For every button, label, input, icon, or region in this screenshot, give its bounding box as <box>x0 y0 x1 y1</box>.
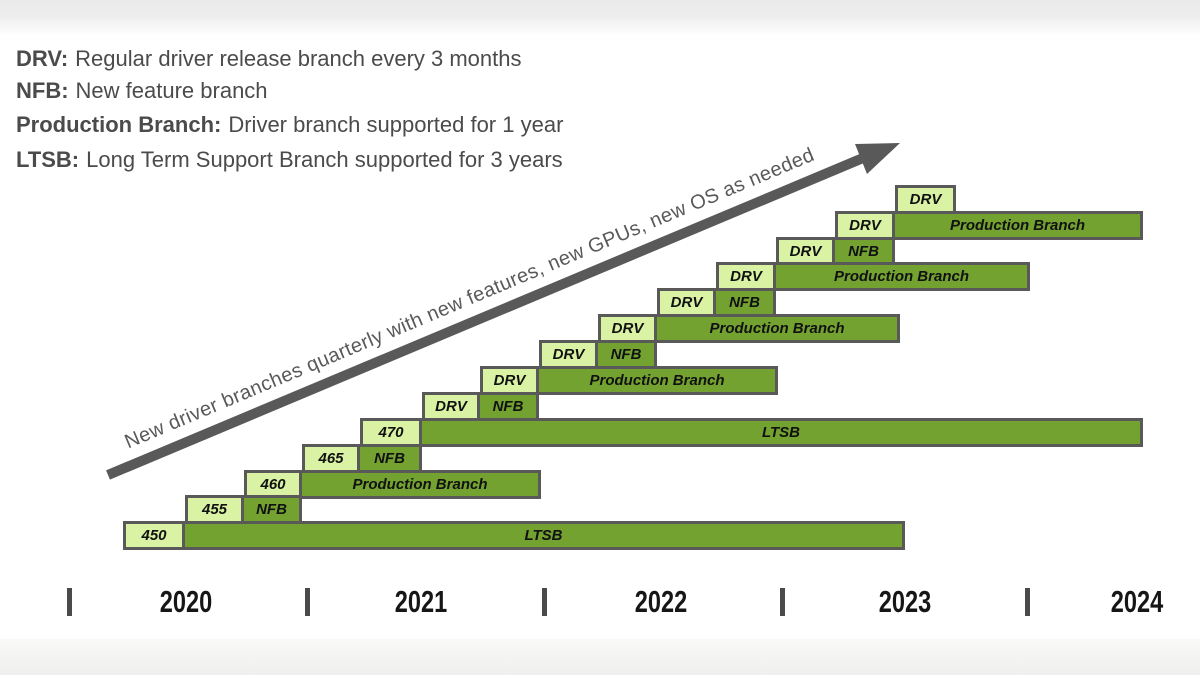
legend-term: NFB: <box>16 78 69 103</box>
arrow-shaft <box>106 153 865 480</box>
branch-label-box: DRV <box>835 211 895 240</box>
axis-year-label: 2021 <box>394 584 448 619</box>
branch-label-box: DRV <box>657 288 716 317</box>
branch-bar: NFB <box>241 495 302 524</box>
axis-tick <box>67 588 72 616</box>
branch-bar: Production Branch <box>892 211 1143 240</box>
legend: DRV:Regular driver release branch every … <box>16 46 563 172</box>
legend-desc: Long Term Support Branch supported for 3… <box>86 147 563 172</box>
axis-tick <box>305 588 310 616</box>
branch-bar: NFB <box>595 340 657 369</box>
arrow-head-icon <box>855 143 900 174</box>
axis-year-label: 2022 <box>634 584 688 619</box>
branch-bar: NFB <box>477 392 539 421</box>
legend-line-ltsb: LTSB:Long Term Support Branch supported … <box>16 147 563 172</box>
axis-tick <box>1025 588 1030 616</box>
top-gray-band <box>0 0 1200 36</box>
branch-bar: Production Branch <box>773 262 1030 291</box>
branch-label-box: DRV <box>422 392 480 421</box>
legend-desc: Regular driver release branch every 3 mo… <box>75 46 522 71</box>
branch-label-box: 455 <box>185 495 244 524</box>
branch-bar: NFB <box>713 288 776 317</box>
legend-desc: Driver branch supported for 1 year <box>228 112 564 137</box>
legend-line-production-branch: Production Branch:Driver branch supporte… <box>16 112 563 137</box>
branch-label-box: DRV <box>598 314 657 343</box>
axis-year-label: 2020 <box>159 584 213 619</box>
legend-term: LTSB: <box>16 147 80 172</box>
branch-label-box: DRV <box>716 262 776 291</box>
axis-tick <box>780 588 785 616</box>
branch-bar: NFB <box>357 444 422 473</box>
legend-term: DRV: <box>16 46 69 71</box>
legend-term: Production Branch: <box>16 112 222 137</box>
legend-line-nfb: NFB:New feature branch <box>16 78 563 103</box>
branch-bar: Production Branch <box>299 470 541 499</box>
branch-bar: Production Branch <box>536 366 778 395</box>
branch-label-box: 470 <box>360 418 422 447</box>
axis-year-label: 2024 <box>1110 584 1164 619</box>
branch-label-box: DRV <box>895 185 956 214</box>
branch-bar: LTSB <box>419 418 1143 447</box>
branch-label-box: 450 <box>123 521 185 550</box>
axis-tick <box>542 588 547 616</box>
branch-bar: LTSB <box>182 521 905 550</box>
axis-year-label: 2023 <box>878 584 932 619</box>
legend-desc: New feature branch <box>75 78 268 103</box>
branch-label-box: DRV <box>539 340 598 369</box>
bottom-gray-band <box>0 639 1200 675</box>
branch-label-box: 465 <box>302 444 360 473</box>
branch-bar: Production Branch <box>654 314 900 343</box>
legend-line-drv: DRV:Regular driver release branch every … <box>16 46 563 71</box>
branch-label-box: DRV <box>480 366 539 395</box>
